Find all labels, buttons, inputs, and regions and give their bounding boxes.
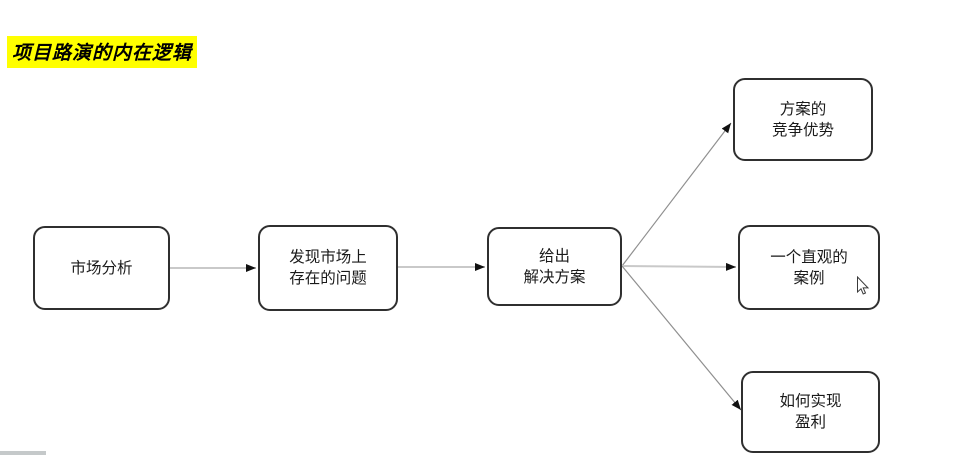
connector-arrow-solution-to-profit [621,265,742,411]
node-market-analysis[interactable]: 市场分析 [33,226,170,310]
node-label: 一个直观的 案例 [770,248,848,287]
node-intuitive-case[interactable]: 一个直观的 案例 [738,225,880,310]
node-label: 方案的 竞争优势 [771,100,834,139]
node-competitive-advantage[interactable]: 方案的 竞争优势 [733,78,873,161]
node-solution[interactable]: 给出 解决方案 [487,227,622,306]
connector-arrow-solution-to-advantage [621,122,732,267]
slide-title: 项目路演的内在逻辑 [7,36,198,68]
mouse-cursor-icon [857,276,870,295]
bottom-edge-bar [0,451,46,455]
node-label: 如何实现 盈利 [779,393,842,431]
node-problem-discovery[interactable]: 发现市场上 存在的问题 [258,225,398,311]
node-label: 市场分析 [70,259,133,277]
node-label: 给出 解决方案 [523,247,586,286]
node-profitability[interactable]: 如何实现 盈利 [741,371,880,453]
connector-arrow-solution-to-case [621,262,737,271]
node-label: 发现市场上 存在的问题 [289,249,367,287]
